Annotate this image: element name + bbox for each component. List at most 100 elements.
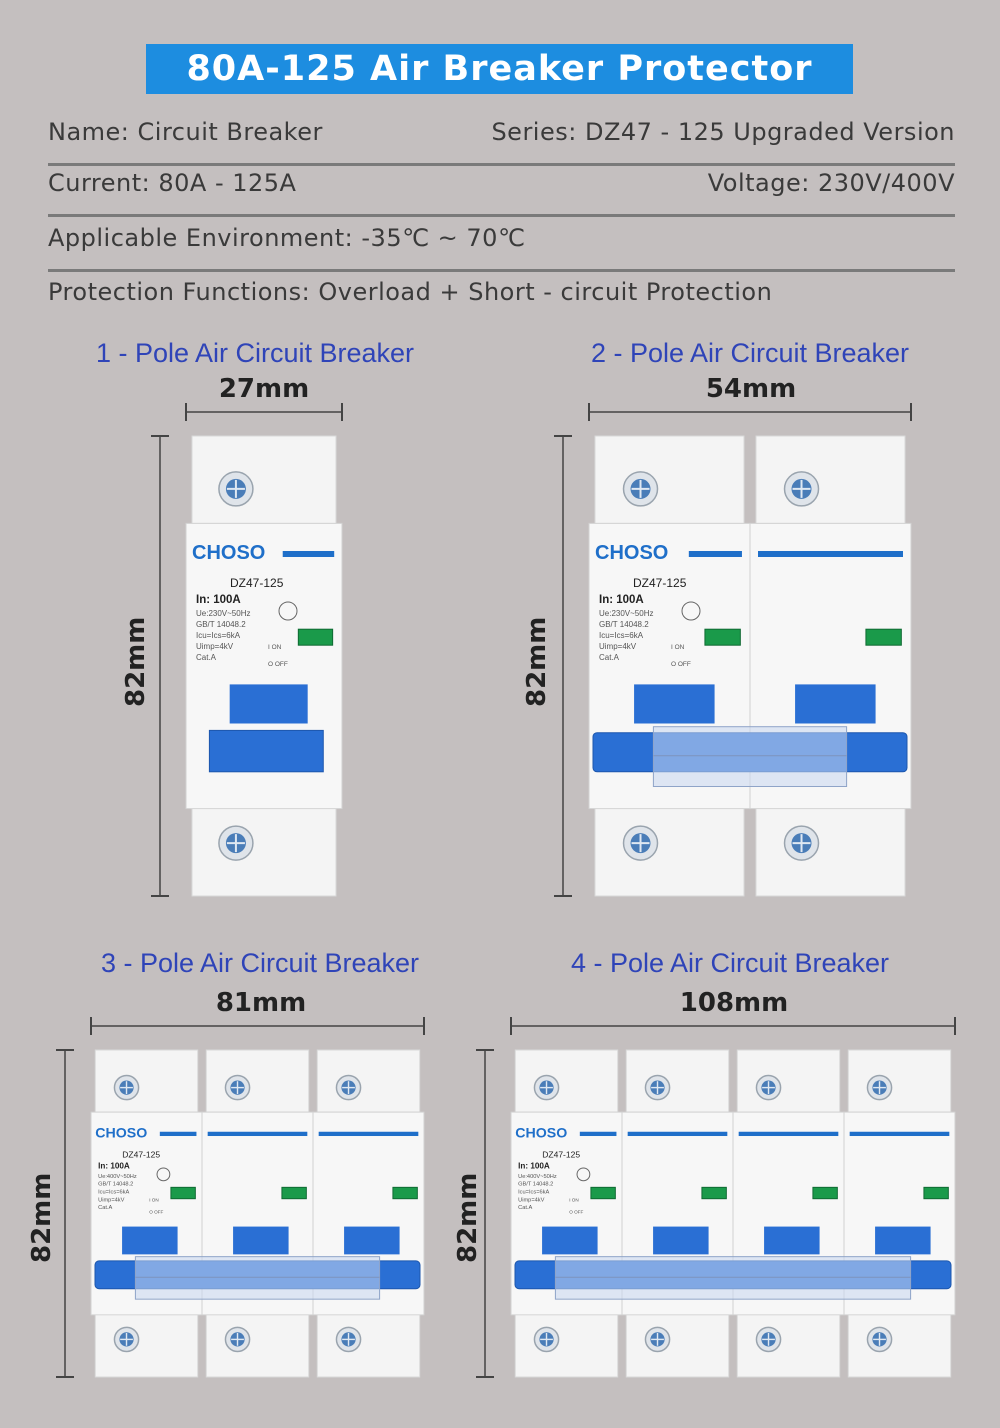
spec-name: Name: Circuit Breaker (48, 118, 323, 146)
handle-housing (344, 1226, 400, 1255)
status-indicator (590, 1186, 616, 1200)
handle-housing (542, 1226, 598, 1255)
handle-housing (634, 684, 715, 724)
certification-mark-icon (681, 601, 701, 621)
handle-housing (764, 1226, 820, 1255)
voltage-rating-label: Ue:230V~50Hz (599, 609, 653, 618)
width-label-2pole: 54mm (705, 374, 797, 404)
impulse-voltage-label: Uimp=4kV (196, 642, 234, 651)
standard-label: GB/T 14048.2 (196, 620, 246, 629)
product-title-4pole: 4 - Pole Air Circuit Breaker (570, 948, 890, 978)
lower-terminal-block (94, 1314, 199, 1378)
on-label: I ON (268, 644, 282, 651)
spec-row-protection: Protection Functions: Overload + Short -… (48, 272, 955, 312)
lower-terminal-block (205, 1314, 310, 1378)
spec-series: Series: DZ47 - 125 Upgraded Version (491, 118, 955, 146)
brand-bar (627, 1131, 728, 1137)
upper-terminal-block (847, 1049, 952, 1113)
brand-logo: CHOSO (95, 1125, 147, 1141)
brand-bar (318, 1131, 419, 1137)
height-label-1pole: 82mm (121, 616, 151, 707)
handle-housing (122, 1226, 178, 1255)
height-label-3pole: 82mm (27, 1172, 57, 1263)
lower-terminal-block (625, 1314, 730, 1378)
rating-label: In: 100A (98, 1162, 130, 1171)
category-label: Cat.A (599, 653, 620, 662)
status-indicator (297, 628, 334, 646)
divider (48, 214, 955, 217)
model-label: DZ47-125 (542, 1149, 580, 1159)
status-indicator (170, 1186, 196, 1200)
status-indicator (923, 1186, 949, 1200)
lower-terminal-block (755, 808, 906, 897)
brand-logo: CHOSO (515, 1125, 567, 1141)
handle-housing (875, 1226, 931, 1255)
breaker-pole (749, 435, 912, 897)
voltage-rating-label: Ue:400V~50Hz (518, 1174, 557, 1180)
upper-terminal-block (755, 435, 906, 524)
breaking-capacity-label: Icu=Ics=6kA (518, 1190, 549, 1196)
spec-row-current: Current: 80A - 125A Voltage: 230V/400V (48, 163, 955, 217)
breaker-pole (843, 1049, 956, 1378)
status-indicator (704, 628, 741, 646)
brand-bar (758, 551, 903, 557)
brand-bar (282, 551, 335, 557)
off-label: O OFF (268, 661, 288, 668)
off-label: O OFF (671, 661, 691, 668)
breaker-pole (732, 1049, 845, 1378)
brand-bar (579, 1131, 617, 1137)
breaking-capacity-label: Icu=Ics=6kA (599, 631, 644, 640)
status-indicator (701, 1186, 727, 1200)
on-label: I ON (149, 1197, 158, 1202)
spec-row-name: Name: Circuit Breaker Series: DZ47 - 125… (48, 112, 955, 166)
rating-label: In: 100A (518, 1162, 550, 1171)
width-label-4pole: 108mm (679, 988, 789, 1018)
spec-protection: Protection Functions: Overload + Short -… (48, 278, 773, 306)
breaker-pole (312, 1049, 425, 1378)
product-title-2pole: 2 - Pole Air Circuit Breaker (590, 338, 910, 368)
impulse-voltage-label: Uimp=4kV (98, 1197, 125, 1203)
transparent-cover (554, 1256, 912, 1300)
breaking-capacity-label: Icu=Ics=6kA (98, 1190, 129, 1196)
handle-housing (233, 1226, 289, 1255)
voltage-rating-label: Ue:230V~50Hz (196, 609, 250, 618)
upper-terminal-block (736, 1049, 841, 1113)
page-title: 80A-125 Air Breaker Protector (146, 44, 853, 94)
lower-terminal-block (514, 1314, 619, 1378)
off-label: O OFF (569, 1209, 583, 1214)
brand-bar (738, 1131, 839, 1137)
toggle-handle (208, 729, 324, 773)
transparent-cover (134, 1256, 381, 1300)
product-title-3pole: 3 - Pole Air Circuit Breaker (100, 948, 420, 978)
lower-terminal-block (316, 1314, 421, 1378)
category-label: Cat.A (518, 1205, 532, 1211)
model-label: DZ47-125 (633, 576, 687, 590)
off-label: O OFF (149, 1209, 163, 1214)
breaking-capacity-label: Icu=Ics=6kA (196, 631, 241, 640)
spec-current: Current: 80A - 125A (48, 169, 297, 197)
divider (48, 269, 955, 272)
impulse-voltage-label: Uimp=4kV (518, 1197, 545, 1203)
width-label-1pole: 27mm (218, 374, 310, 404)
certification-mark-icon (576, 1167, 591, 1182)
category-label: Cat.A (196, 653, 217, 662)
impulse-voltage-label: Uimp=4kV (599, 642, 637, 651)
width-label-3pole: 81mm (215, 988, 307, 1018)
model-label: DZ47-125 (122, 1149, 160, 1159)
status-indicator (281, 1186, 307, 1200)
lower-terminal-block (594, 808, 745, 897)
divider (48, 163, 955, 166)
standard-label: GB/T 14048.2 (599, 620, 649, 629)
handle-housing (653, 1226, 709, 1255)
transparent-cover (652, 726, 848, 788)
handle-housing (795, 684, 876, 724)
brand-logo: CHOSO (595, 542, 668, 564)
on-label: I ON (569, 1197, 578, 1202)
spec-environment: Applicable Environment: -35℃ ~ 70℃ (48, 224, 526, 252)
status-indicator (812, 1186, 838, 1200)
